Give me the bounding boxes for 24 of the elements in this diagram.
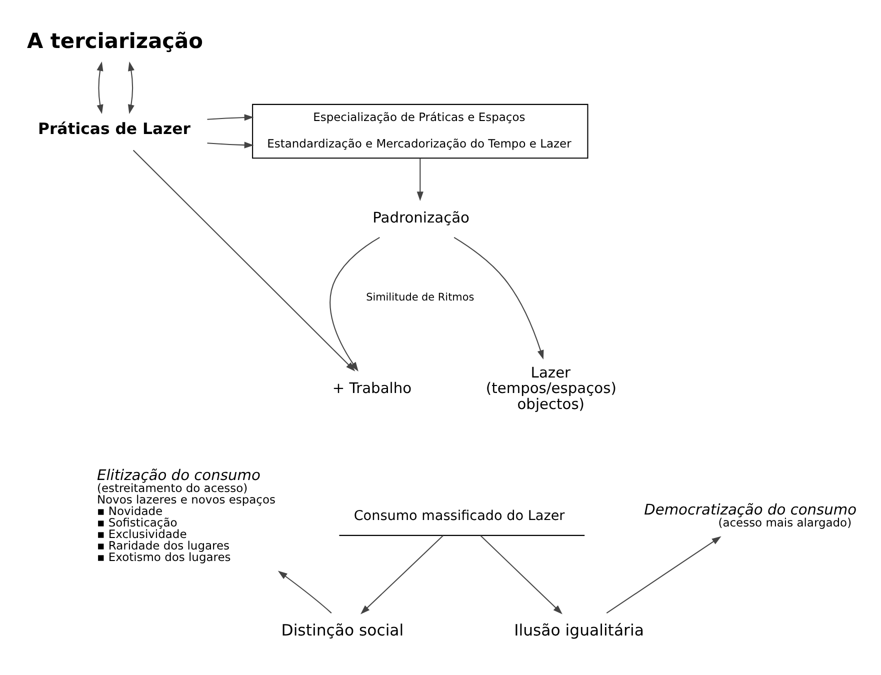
arrow [278, 570, 332, 613]
node-text: Democratização do consumo (acesso mais alargado) [644, 500, 857, 529]
arrow [480, 534, 562, 614]
node-text: Práticas de Lazer [38, 118, 190, 138]
node-text: Consumo massificado do Lazer [354, 508, 565, 524]
node-text: Distinção social [281, 620, 404, 640]
arrow [606, 536, 722, 613]
arrow [330, 236, 380, 371]
arrow [128, 61, 134, 114]
node-text: Elitização do consumo (estreitamento do acesso) Novos lazeres e novos espaços ▪ Novidade ▪ Sofisticação ▪ Exclusividade ▪ Raridade dos lugares ▪ Exotismo dos lugares [96, 466, 276, 564]
arrow [132, 149, 356, 371]
node-text: A terciarização [27, 28, 203, 53]
node-text: Ilusão igualitária [514, 620, 644, 640]
arrow [96, 61, 104, 114]
label: Similitude de Ritmos [366, 291, 474, 304]
arrow [454, 236, 544, 360]
node-text: + Trabalho [332, 380, 412, 397]
node-text: Lazer (tempos/espaços) objectos) [486, 364, 616, 412]
node-box: Especialização de Práticas e Espaços Estandardização e Mercadorização do Tempo e Lazer [252, 103, 588, 158]
arrow [360, 534, 444, 614]
arrow [416, 158, 424, 201]
arrow [207, 141, 254, 148]
arrow [207, 114, 254, 120]
node-text: Padronização [372, 208, 470, 226]
